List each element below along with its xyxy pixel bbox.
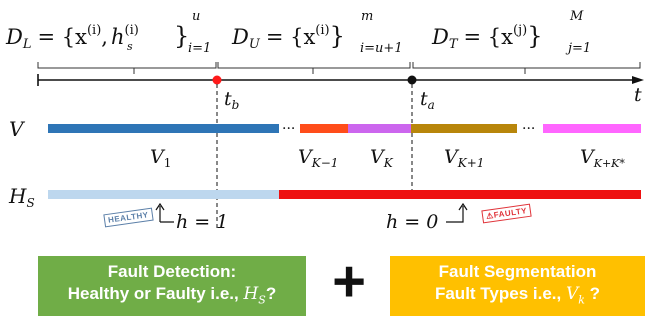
unlabeled-lower: i=u+1 <box>360 41 403 56</box>
dots-v-right: ··· <box>522 121 535 137</box>
timeline-arrowhead <box>632 76 644 84</box>
v1-label: V1 <box>150 146 171 170</box>
tb-label: tb <box>224 88 239 112</box>
svg-text:DU= {x(i)}: DU= {x(i)} <box>231 22 345 52</box>
unlabeled-underbrace <box>217 62 411 74</box>
t-axis-label: t <box>634 84 642 106</box>
segment-vk-minus-1 <box>300 124 348 133</box>
labeled-hs-sub: s <box>127 40 133 53</box>
segment-vk <box>348 124 411 133</box>
healthy-bar <box>48 190 279 199</box>
h0-pointer-arrow <box>446 202 468 223</box>
segment-v1 <box>48 124 279 133</box>
fault-segmentation-subtitle: Fault Types i.e., Vk ? <box>434 283 601 307</box>
labeled-lower: i=1 <box>188 41 211 56</box>
fault-detection-box: Fault Detection: Healthy or Faulty i.e.,… <box>38 256 306 316</box>
test-lower: j=1 <box>565 41 591 56</box>
hs-row-label: HS <box>8 184 35 210</box>
vk-plus-kstar-label: VK+K* <box>580 146 625 170</box>
segment-vk-plus-1 <box>411 124 517 133</box>
faulty-bar <box>279 190 641 199</box>
unlabeled-upper: m <box>361 9 373 24</box>
plus-sign: + <box>332 249 366 314</box>
vk-minus-1-label: VK−1 <box>298 146 338 170</box>
fault-segmentation-title: Fault Segmentation <box>438 261 597 281</box>
svg-text:DT= {x(j)}: DT= {x(j)} <box>431 22 542 52</box>
dots-v-left: ··· <box>282 121 295 137</box>
test-set-formula: DT= {x(j)} M j=1 <box>431 9 591 56</box>
ta-marker <box>407 75 417 85</box>
segment-vk-plus-kstar <box>543 124 641 133</box>
h1-pointer-arrow <box>155 202 174 223</box>
fault-detection-title: Fault Detection: <box>107 261 237 281</box>
labeled-brace-close: } <box>174 22 189 50</box>
unlabeled-set-formula: DU= {x(i)} m i=u+1 <box>231 9 403 56</box>
ta-label: ta <box>420 88 435 112</box>
vk-plus-1-label: VK+1 <box>444 146 484 170</box>
labeled-set-formula: DL= {x(i),h(i) s } u i=1 <box>5 9 211 56</box>
tb-marker <box>212 75 222 85</box>
test-upper: M <box>569 9 584 24</box>
h1-label: h = 1 <box>176 211 228 233</box>
v-row-label: V <box>9 117 26 141</box>
fault-detection-subtitle: Healthy or Faulty i.e., HS? <box>67 283 277 307</box>
svg-text:DL= {x(i),h(i): DL= {x(i),h(i) <box>5 23 139 52</box>
labeled-upper: u <box>192 9 200 24</box>
h0-label: h = 0 <box>386 211 438 233</box>
labeled-underbrace <box>37 62 217 74</box>
fault-segmentation-box: Fault Segmentation Fault Types i.e., Vk … <box>390 256 645 316</box>
test-underbrace <box>412 62 641 74</box>
vk-label: VK <box>370 146 394 170</box>
